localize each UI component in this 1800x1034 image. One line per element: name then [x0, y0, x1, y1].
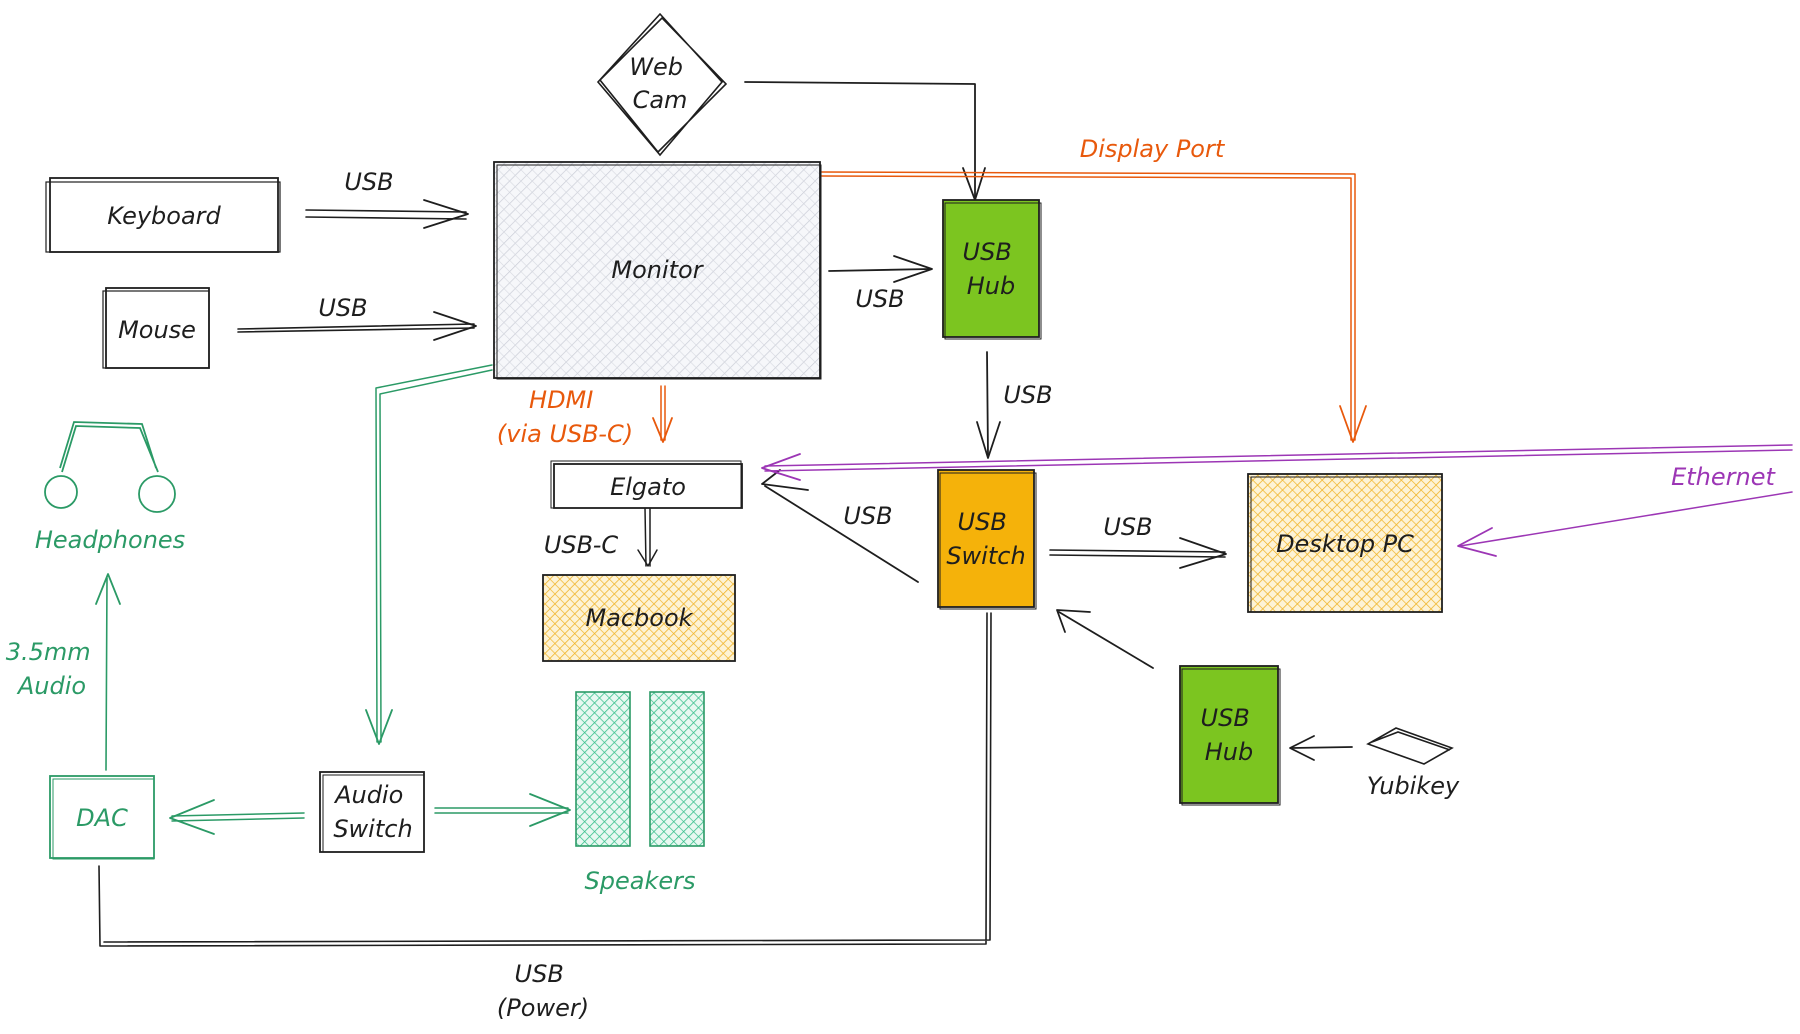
- audio-switch-node[interactable]: Audio Switch: [319, 771, 425, 853]
- edge-label-hdmi: HDMI (via USB-C): [497, 386, 633, 448]
- arrowhead: [1056, 609, 1091, 633]
- elgato-label: Elgato: [610, 473, 686, 501]
- speakers-node: Speakers: [575, 691, 705, 895]
- keyboard-node[interactable]: Keyboard: [45, 177, 281, 253]
- webcam-label: Web Cam: [629, 53, 690, 114]
- elgato-node[interactable]: Elgato: [550, 460, 743, 509]
- macbook-label: Macbook: [585, 604, 693, 632]
- arrowhead: [365, 709, 393, 745]
- edge-switch-pc: [1049, 549, 1226, 558]
- usb-switch-node[interactable]: USB Switch: [937, 469, 1037, 610]
- edge-keyboard-monitor: [305, 209, 467, 220]
- edge-displayport: [821, 171, 1356, 441]
- webcam-node[interactable]: Web Cam: [596, 12, 728, 157]
- edge-label-usb-power: USB (Power): [497, 960, 589, 1022]
- arrowhead: [637, 549, 658, 567]
- yubikey-node[interactable]: Yubikey: [1366, 727, 1460, 800]
- yubikey-icon: [1366, 727, 1454, 765]
- arrowhead: [1179, 537, 1227, 569]
- dac-node[interactable]: DAC: [49, 775, 155, 860]
- audio-switch-label: Audio Switch: [333, 781, 413, 843]
- edge-label-ethernet: Ethernet: [1671, 463, 1776, 491]
- yubikey-label: Yubikey: [1367, 772, 1460, 800]
- arrowhead: [976, 421, 1001, 459]
- mouse-node[interactable]: Mouse: [102, 287, 210, 369]
- edge-label-hub-switch-usb: USB: [1003, 381, 1052, 409]
- mouse-label: Mouse: [118, 316, 196, 344]
- edge-audioswitch-dac: [171, 812, 305, 822]
- arrowhead: [1457, 527, 1497, 557]
- speaker-icon: [649, 691, 705, 847]
- arrowhead: [1289, 735, 1315, 761]
- arrowhead: [1339, 405, 1367, 443]
- desktop-pc-label: Desktop PC: [1276, 530, 1414, 558]
- edge-elgato-macbook: [644, 507, 651, 567]
- speakers-label: Speakers: [585, 867, 696, 895]
- usb-hub-bottom-label: USB Hub: [1201, 704, 1258, 766]
- usb-hub-bottom-node[interactable]: USB Hub: [1179, 665, 1281, 806]
- edge-switch-elgato: [764, 485, 919, 583]
- edge-webcam-hub: [744, 81, 976, 199]
- edge-hub-switch: [986, 351, 989, 457]
- edge-dac-headphones: [105, 577, 108, 771]
- desktop-pc-node[interactable]: Desktop PC: [1247, 473, 1443, 613]
- arrowhead: [433, 311, 477, 341]
- headphones-label: Headphones: [35, 526, 185, 554]
- arrowhead: [761, 453, 801, 481]
- macbook-node[interactable]: Macbook: [542, 574, 736, 662]
- edge-monitor-audioswitch: [375, 364, 493, 743]
- edge-yubikey-hub2: [1291, 746, 1353, 749]
- keyboard-label: Keyboard: [107, 202, 221, 230]
- edge-label-switch-pc-usb: USB: [1103, 513, 1152, 541]
- usb-hub-top-label: USB Hub: [963, 238, 1020, 300]
- edge-label-display-port: Display Port: [1080, 135, 1226, 163]
- headphones-node: Headphones: [35, 421, 185, 554]
- edge-hdmi: [660, 385, 666, 441]
- monitor-node[interactable]: Monitor: [493, 161, 822, 380]
- arrowhead: [529, 793, 571, 827]
- edge-label-audio: 3.5mm Audio: [6, 638, 99, 700]
- edge-label-switch-elgato-usb: USB: [843, 502, 892, 530]
- edge-label-usb-c: USB-C: [544, 531, 619, 559]
- usb-switch-label: USB Switch: [946, 508, 1025, 570]
- edge-label-mouse-usb: USB: [318, 294, 367, 322]
- usb-hub-top-node[interactable]: USB Hub: [942, 199, 1042, 340]
- edge-monitor-hub: [828, 268, 931, 272]
- edge-switch-dac-power: [98, 612, 992, 947]
- edge-label-keyboard-usb: USB: [344, 168, 393, 196]
- edge-mouse-monitor: [237, 323, 475, 333]
- arrowhead: [423, 199, 469, 229]
- arrowhead: [893, 255, 933, 283]
- arrowhead: [95, 573, 121, 605]
- speaker-icon: [575, 691, 631, 847]
- dac-label: DAC: [76, 804, 128, 832]
- arrowhead: [761, 469, 809, 491]
- edge-audioswitch-speakers: [434, 807, 569, 814]
- edge-label-monitor-hub-usb: USB: [855, 285, 904, 313]
- edge-ethernet-pc: [1459, 491, 1793, 547]
- edge-hub2-switch: [1058, 611, 1154, 669]
- arrowhead: [169, 799, 215, 835]
- edge-ethernet-elgato: [764, 444, 1793, 472]
- headphones-icon: [44, 421, 176, 513]
- monitor-label: Monitor: [611, 256, 704, 284]
- arrowhead: [652, 417, 673, 443]
